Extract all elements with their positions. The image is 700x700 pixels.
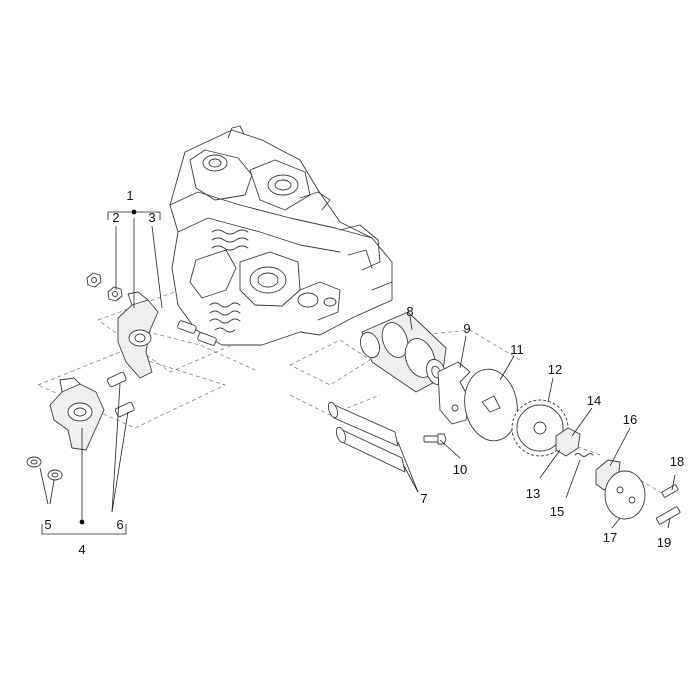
label-6: 6 (116, 517, 123, 532)
nuts (86, 272, 123, 302)
label-13: 13 (526, 486, 540, 501)
label-2: 2 (112, 210, 119, 225)
valve-springs (209, 229, 249, 333)
bolt-19 (656, 506, 681, 525)
head-studs (177, 320, 217, 346)
label-15: 15 (550, 504, 564, 519)
cover-plate (604, 470, 646, 520)
leader-lines (39, 211, 676, 535)
label-12: 12 (548, 362, 562, 377)
label-19: 19 (657, 535, 671, 550)
rocker-arm-lower (49, 377, 105, 451)
pivot-dots (79, 209, 137, 525)
part-labels: 1 2 3 4 5 6 7 8 9 10 11 12 13 14 15 16 1… (44, 188, 684, 557)
label-18: 18 (670, 454, 684, 469)
decompressor-weight (555, 427, 581, 457)
cam-plate (464, 368, 518, 442)
label-8: 8 (406, 304, 413, 319)
camshaft (359, 311, 447, 393)
label-9: 9 (463, 321, 470, 336)
rocker-pins (327, 401, 406, 473)
bolt-18 (661, 484, 679, 498)
cylinder-head (169, 125, 393, 346)
bolt-10 (423, 433, 447, 445)
label-4: 4 (78, 542, 85, 557)
label-1: 1 (126, 188, 133, 203)
label-16: 16 (623, 412, 637, 427)
rocker-arm-upper (117, 291, 159, 379)
label-17: 17 (603, 530, 617, 545)
label-3: 3 (148, 210, 155, 225)
label-5: 5 (44, 517, 51, 532)
label-11: 11 (510, 342, 524, 357)
lock-nuts (26, 456, 63, 481)
label-14: 14 (587, 393, 601, 408)
return-spring (574, 453, 594, 457)
adjusting-screws (106, 371, 135, 418)
label-7: 7 (420, 491, 427, 506)
label-10: 10 (453, 462, 467, 477)
